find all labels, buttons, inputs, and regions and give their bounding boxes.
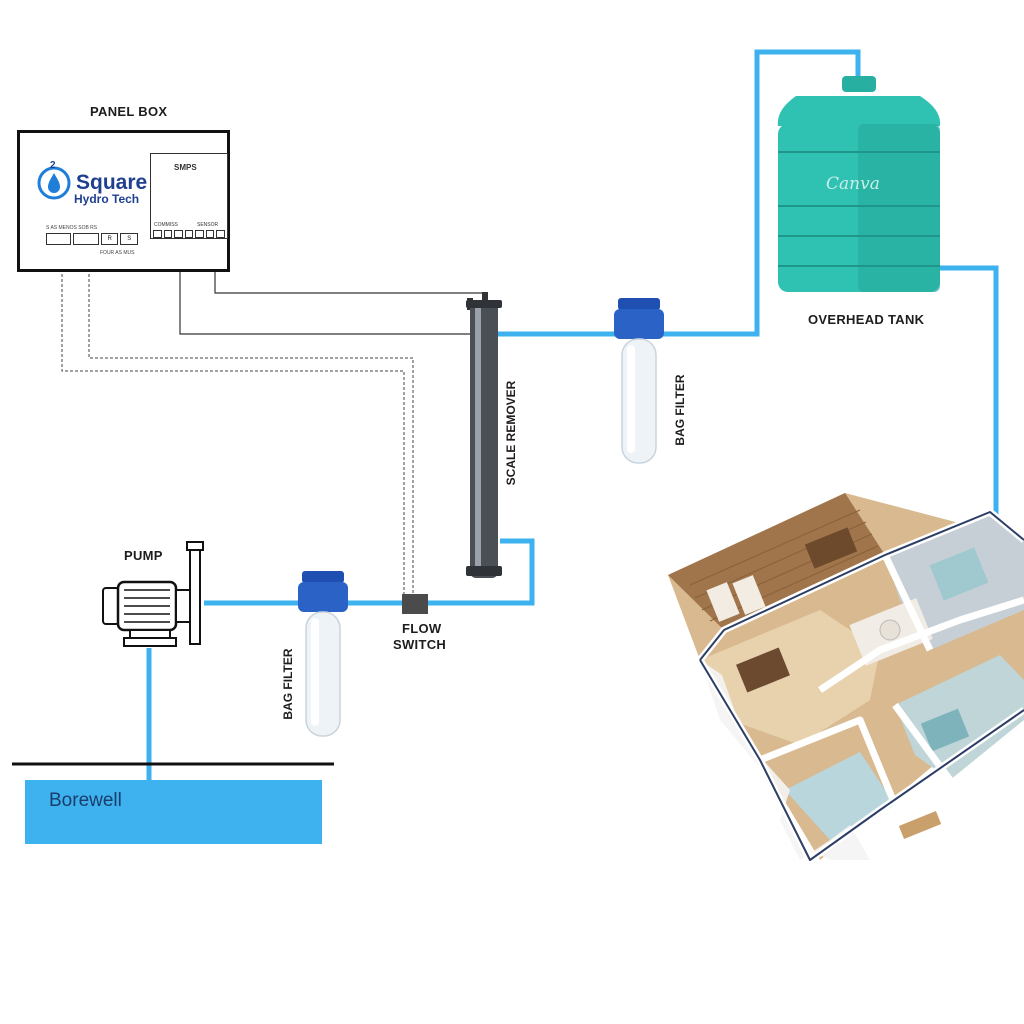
smps-unit: SMPS COMMISS SENSOR bbox=[150, 153, 228, 239]
brand-subtitle: Hydro Tech bbox=[74, 192, 140, 206]
pipe-filter2-to-tank bbox=[660, 49, 861, 337]
scale-remover-icon bbox=[466, 292, 502, 578]
pump-label: PUMP bbox=[124, 548, 163, 563]
water-pipes bbox=[146, 49, 999, 780]
pipe-flowswitch-to-scale bbox=[428, 538, 535, 606]
controls-sub-caption: FOUR AS MUS bbox=[100, 250, 135, 256]
smps-label: SMPS bbox=[174, 163, 197, 172]
control-buttons: R S bbox=[46, 233, 138, 245]
sensor-wires bbox=[61, 244, 414, 595]
overhead-tank-label: OVERHEAD TANK bbox=[808, 312, 925, 327]
smps-right-caption: SENSOR bbox=[197, 222, 219, 228]
brand-name: Square bbox=[76, 171, 148, 194]
control-button-a: R bbox=[100, 233, 119, 245]
wire-panel-to-scale-top bbox=[214, 240, 482, 294]
panel-box-title: PANEL BOX bbox=[90, 104, 168, 119]
pump-icon bbox=[102, 541, 204, 647]
tank-watermark: Canva bbox=[826, 174, 880, 194]
wire-panel-to-flowswitch-outer bbox=[61, 244, 405, 595]
brand-superscript: 2 bbox=[50, 160, 56, 171]
bag-filter-2-label: BAG FILTER bbox=[673, 374, 687, 446]
scale-remover-label: SCALE REMOVER bbox=[504, 380, 518, 486]
brand-logo-icon bbox=[37, 166, 71, 200]
borewell-label: Borewell bbox=[49, 790, 122, 811]
borewell: Borewell bbox=[25, 780, 322, 844]
overhead-tank-icon bbox=[777, 76, 941, 292]
smps-left-caption: COMMISS bbox=[154, 222, 178, 228]
flow-switch-label: FLOW SWITCH bbox=[393, 621, 446, 653]
panel-box: 2 Square Hydro Tech SMPS COMMISS SENSOR … bbox=[17, 130, 230, 272]
controls-caption: S AS MENOS SOB RS bbox=[46, 225, 98, 231]
house-floorplan-icon bbox=[668, 493, 1024, 864]
flow-switch-label-line-2: SWITCH bbox=[393, 637, 447, 652]
bag-filter-1-label: BAG FILTER bbox=[281, 648, 295, 720]
smps-terminals bbox=[153, 230, 226, 238]
wire-panel-to-flowswitch-inner bbox=[88, 244, 414, 595]
flow-switch-label-line-1: FLOW bbox=[402, 621, 442, 636]
control-button-b: S bbox=[120, 233, 138, 245]
flow-switch-icon bbox=[402, 594, 428, 614]
bag-filter-1-icon bbox=[298, 571, 348, 737]
bag-filter-2-icon bbox=[614, 298, 664, 464]
pipe-tank-to-house bbox=[938, 265, 999, 515]
